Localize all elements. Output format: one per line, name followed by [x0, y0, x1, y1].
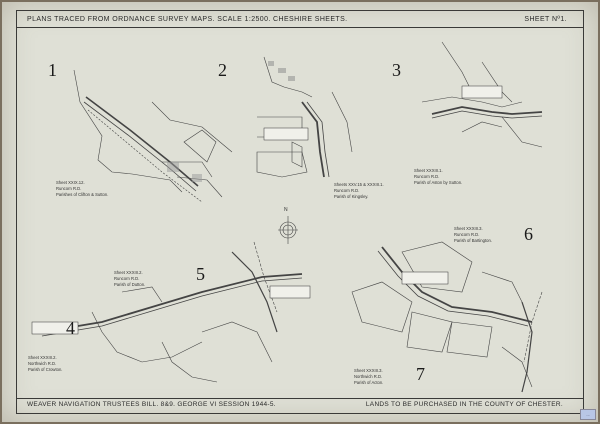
plan-6-caption: Sheet XXXIII.3.Runcorn R.D.Parish of Bar… — [454, 226, 492, 243]
plan-4-5-drawing — [31, 241, 311, 383]
footer-bill-title: WEAVER NAVIGATION TRUSTEES BILL. 8&9. GE… — [27, 401, 276, 408]
sheet-border: PLANS TRACED FROM ORDNANCE SURVEY MAPS. … — [16, 10, 584, 414]
plan-3-number: 3 — [392, 60, 401, 80]
compass-rose — [278, 216, 298, 244]
sheet-footer: WEAVER NAVIGATION TRUSTEES BILL. 8&9. GE… — [23, 399, 577, 411]
plan-7-caption: Sheet XXXIII.3.Northwich R.D.Parish of A… — [354, 368, 384, 385]
plan-2-drawing — [256, 56, 353, 178]
plan-7-number: 7 — [416, 364, 425, 384]
plan-5-caption: Sheet XXXIII.2.Runcorn R.D.Parish of Dut… — [114, 270, 146, 287]
header-rule — [17, 27, 583, 28]
header-title: PLANS TRACED FROM ORDNANCE SURVEY MAPS. … — [27, 16, 348, 23]
plan-4-caption: Sheet XXXIII.2.Northwich R.D.Parish of C… — [28, 355, 63, 372]
collection-label: ... — [580, 409, 596, 420]
plan-4-number: 4 — [66, 318, 75, 338]
plan-3-caption: Sheet XXXIII.1.Runcorn R.D.Parish of Ast… — [414, 168, 463, 185]
plan-2-number: 2 — [218, 60, 227, 80]
footer-lands-title: LANDS TO BE PURCHASED IN THE COUNTY OF C… — [365, 401, 563, 408]
plan-6-number: 6 — [524, 224, 533, 244]
plan-1-number: 1 — [48, 60, 57, 80]
footer-rule — [17, 398, 583, 399]
plan-2-caption: Sheets XXV.15 & XXXIII.1.Runcorn R.D.Par… — [334, 182, 384, 199]
north-label: N — [284, 207, 288, 213]
plan-5-number: 5 — [196, 264, 205, 284]
sheet-number: SHEET Nº1. — [524, 16, 567, 23]
sheet-header: PLANS TRACED FROM ORDNANCE SURVEY MAPS. … — [23, 13, 577, 27]
plan-1-caption: Sheet XXIX.12.Runcorn R.D.Parishes of Cl… — [56, 180, 109, 197]
plan-3-drawing — [421, 41, 543, 148]
plan-1-drawing — [73, 69, 233, 203]
plan-6-7-drawing — [351, 241, 543, 393]
